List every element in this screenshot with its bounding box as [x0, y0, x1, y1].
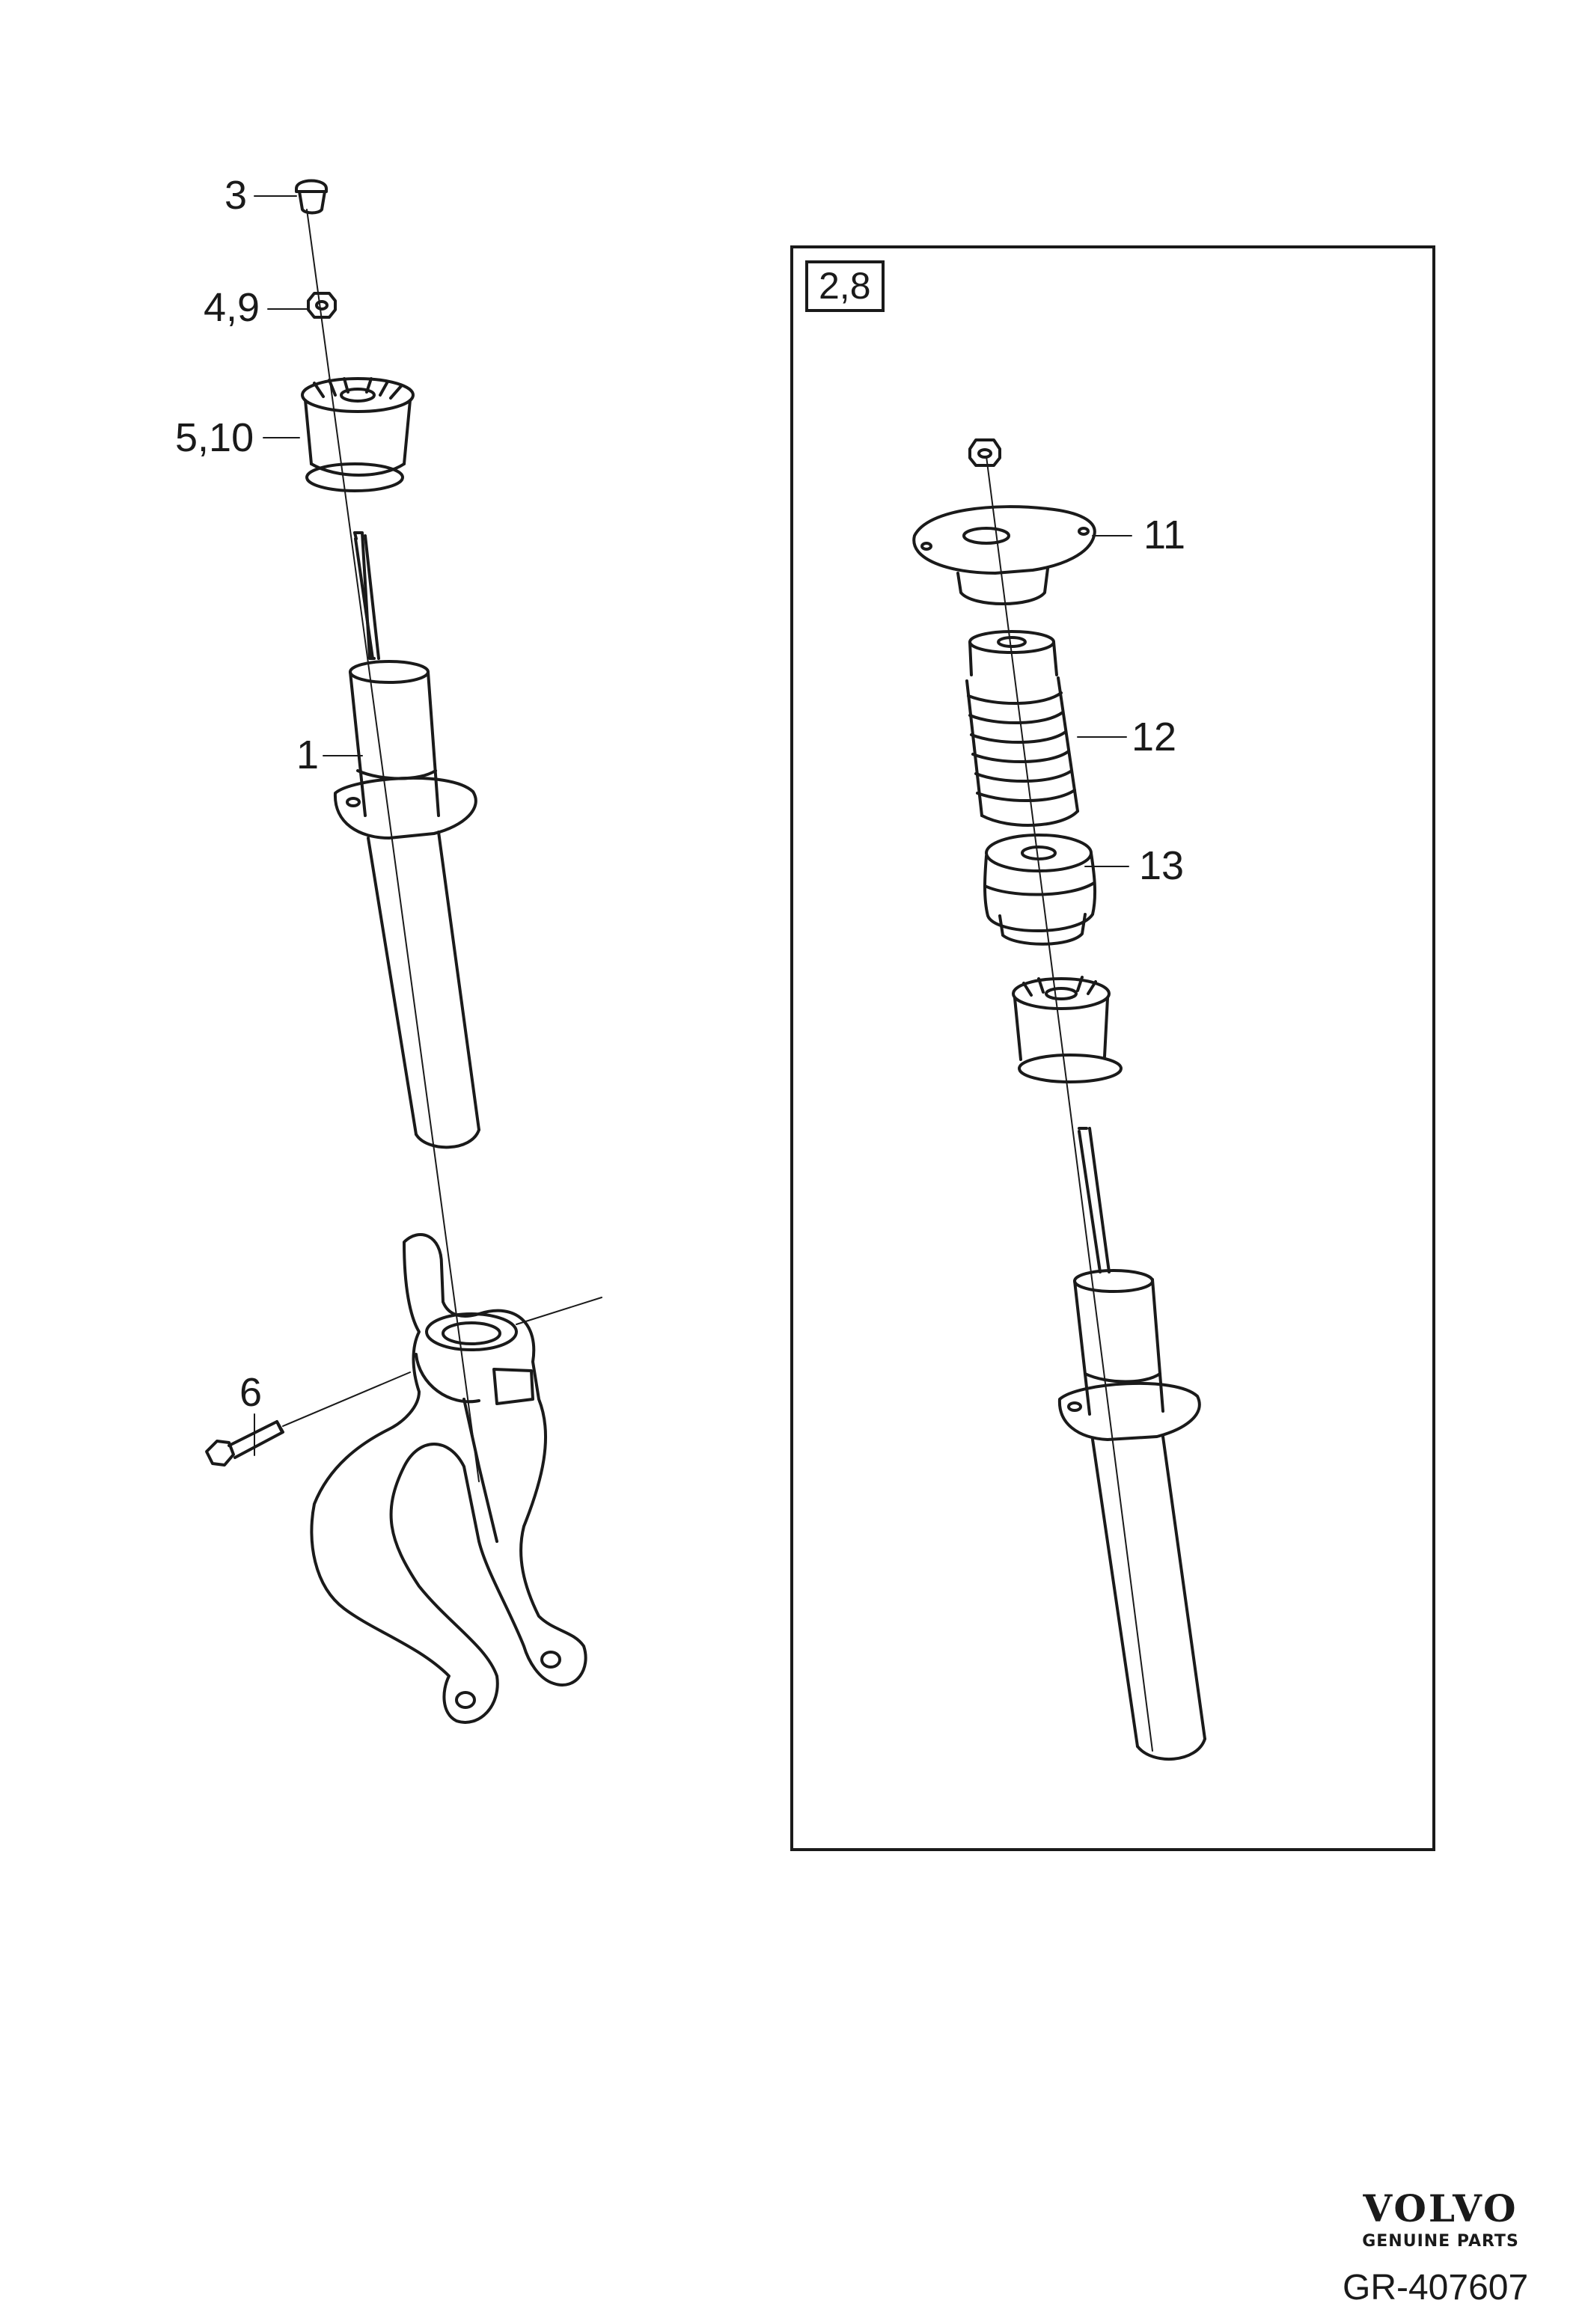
steering-knuckle — [310, 1233, 602, 1724]
brand-tagline: GENUINE PARTS — [1362, 2232, 1519, 2251]
callout-12: 12 — [1132, 715, 1177, 759]
callout-1: 1 — [296, 733, 320, 777]
callout-4-9: 4,9 — [204, 285, 260, 330]
nut-right — [968, 438, 1001, 467]
brand-name: VOLVO — [1363, 2186, 1518, 2230]
nut-part-4-9 — [307, 292, 337, 319]
callout-3: 3 — [225, 173, 248, 218]
dust-boot-part-12 — [965, 630, 1079, 827]
callout-5-10: 5,10 — [175, 415, 254, 460]
bolt-part-6 — [205, 1372, 411, 1467]
bump-cup-right — [1012, 976, 1123, 1083]
group-frame — [790, 245, 1435, 1851]
strut-part-1 — [333, 531, 480, 1149]
bump-stop-part-13 — [983, 834, 1097, 946]
bump-cup-part-5-10 — [301, 377, 415, 492]
cap-part-3 — [295, 179, 328, 215]
group-label-box: 2,8 — [805, 260, 885, 312]
diagram-reference: GR-407607 — [1343, 2268, 1529, 2308]
strut-right — [1057, 1127, 1206, 1761]
volvo-genuine-parts-logo: VOLVO GENUINE PARTS — [1340, 2186, 1542, 2251]
callout-13: 13 — [1139, 843, 1185, 888]
top-mount-part-11 — [912, 505, 1096, 605]
callout-11: 11 — [1143, 513, 1186, 557]
callout-6: 6 — [239, 1370, 263, 1415]
